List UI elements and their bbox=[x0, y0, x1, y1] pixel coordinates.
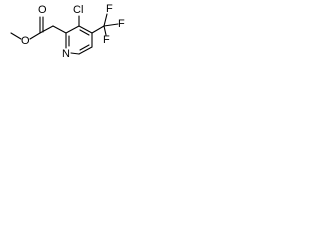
bond-c5-c6-inner bbox=[79, 44, 90, 51]
pyridine-nitrogen-label: N bbox=[62, 48, 70, 60]
fluorine-right-label: F bbox=[118, 18, 125, 30]
bond-ch2-carbonyl bbox=[39, 25, 54, 34]
bond-c6-n bbox=[70, 52, 80, 55]
bond-carbonyl-ester-o bbox=[29, 32, 41, 40]
fluorine-bottom-label: F bbox=[103, 34, 110, 46]
ester-oxygen-label: O bbox=[21, 35, 30, 47]
bond-c4-cf3 bbox=[91, 25, 105, 34]
carbonyl-oxygen-label: O bbox=[38, 4, 47, 16]
molecule-structure-diagram: Cl O O N F F F bbox=[10, 3, 125, 60]
bond-cf3-f-bottom bbox=[103, 25, 107, 36]
bond-c5-c6 bbox=[78, 46, 93, 55]
bond-cf3-f-top bbox=[103, 13, 108, 27]
bond-c3-c4 bbox=[78, 25, 93, 34]
bond-c3-c4-inner bbox=[79, 29, 90, 36]
bond-cf3-f-right bbox=[103, 23, 119, 27]
bond-ester-o-methyl bbox=[10, 32, 22, 40]
fluorine-top-label: F bbox=[106, 3, 113, 15]
bond-c2-c3 bbox=[65, 25, 80, 34]
bond-c2-ch2 bbox=[52, 25, 67, 34]
chlorine-label: Cl bbox=[73, 4, 83, 16]
